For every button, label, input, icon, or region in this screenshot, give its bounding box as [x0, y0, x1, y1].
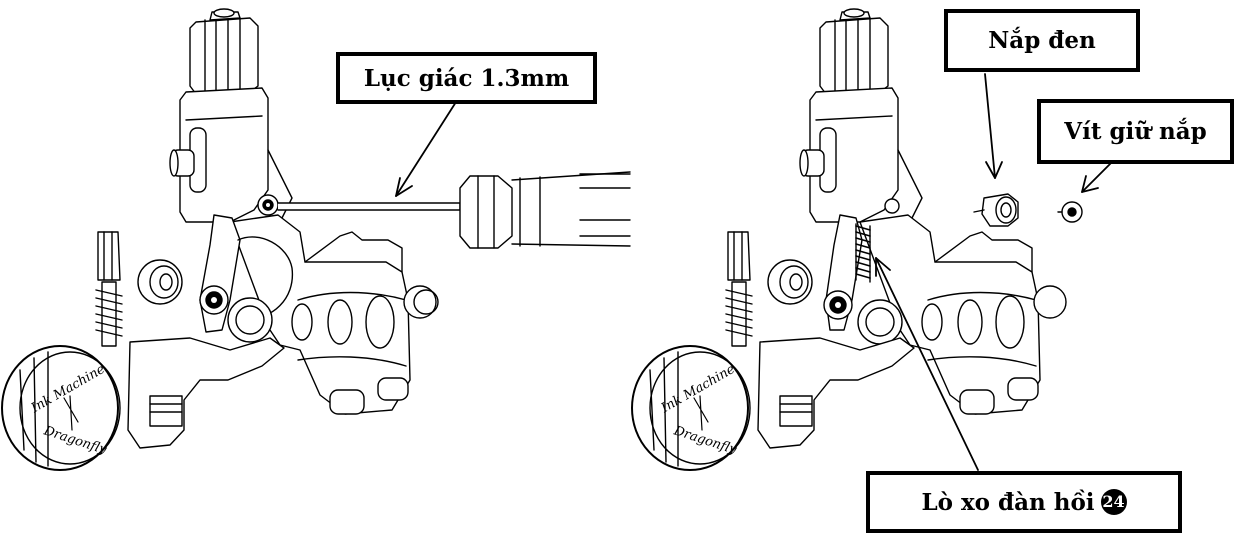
main-body-right	[859, 214, 1067, 415]
side-knob-right	[799, 149, 825, 177]
logo-wheel-left: Ink Machine Dragonfly	[1, 345, 121, 471]
adjust-screw-left	[95, 231, 123, 347]
arrow-cap-screw	[1081, 161, 1113, 193]
contact-knob-right	[767, 259, 813, 305]
logo-wheel-right: Ink Machine Dragonfly	[631, 345, 751, 471]
callout-spring-label: Lò xo đàn hồi	[921, 488, 1095, 516]
contact-knob-left	[137, 259, 183, 305]
front-frame-right	[757, 337, 915, 449]
front-frame-left	[127, 337, 285, 449]
machine-left: Ink Machine Dragonfly	[1, 8, 631, 471]
callout-hex-key: Lục giác 1.3mm	[336, 52, 597, 104]
main-body-left	[229, 214, 439, 415]
callout-cap-screw: Vít giữ nắp	[1037, 99, 1234, 164]
upper-frame-left	[179, 87, 293, 231]
adjust-screw-right	[725, 231, 753, 347]
arrow-spring	[875, 257, 979, 471]
callout-black-cap-label: Nắp đen	[988, 27, 1096, 54]
swing-arm-left	[199, 214, 294, 343]
arrow-hex-key	[395, 101, 457, 197]
swing-arm-right	[823, 198, 903, 345]
part-number-badge: 24	[1100, 489, 1127, 515]
bearing-hex-left	[257, 194, 279, 216]
motor-cap-right	[819, 8, 889, 95]
spring-right	[855, 223, 871, 283]
cap-screw-part	[1057, 201, 1083, 223]
side-knob-left	[169, 149, 195, 177]
callout-hex-key-label: Lục giác 1.3mm	[363, 64, 570, 92]
machine-right: Ink Machine Dragonfly	[631, 8, 1067, 471]
callout-cap-screw-label: Vít giữ nắp	[1064, 118, 1207, 145]
callout-spring: Lò xo đàn hồi 24	[866, 471, 1182, 533]
upper-frame-right	[809, 87, 923, 231]
callout-black-cap: Nắp đen	[944, 9, 1140, 72]
arrow-black-cap	[984, 73, 1003, 179]
black-cap-part	[973, 193, 1019, 227]
hex-key-tool	[277, 171, 631, 249]
motor-cap-left	[189, 8, 259, 95]
